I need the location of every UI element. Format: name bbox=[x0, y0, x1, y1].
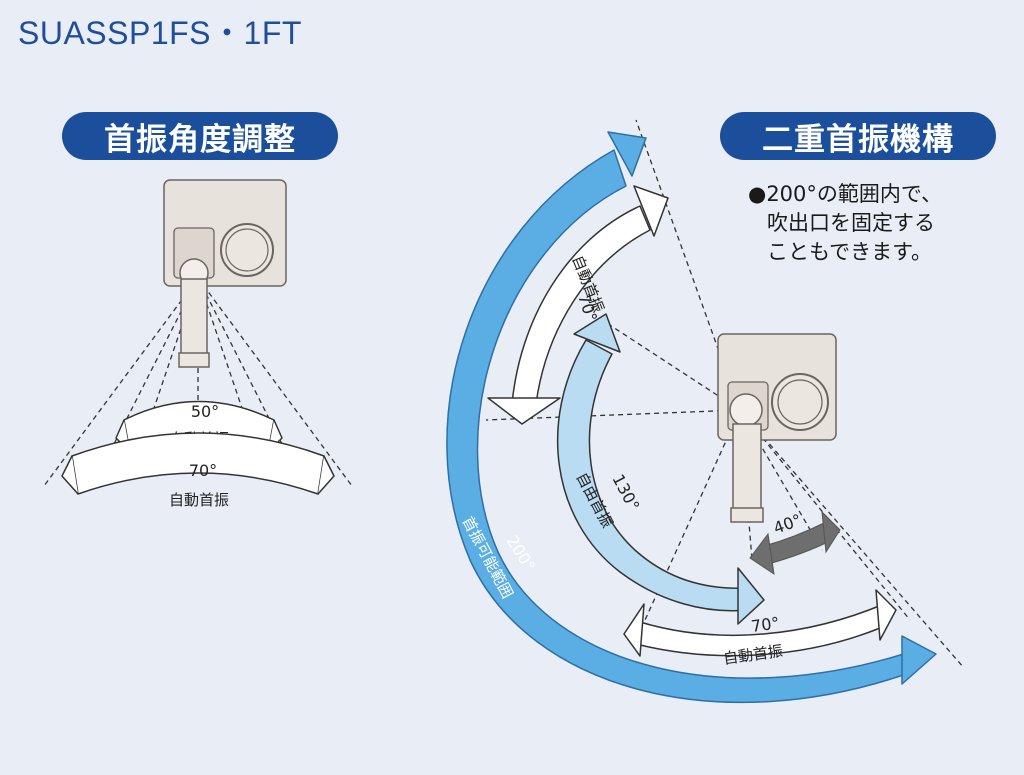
arc-free-swing-130 bbox=[556, 313, 765, 625]
arrow-fixed-40 bbox=[749, 510, 841, 576]
note-line-1: ●200°の範囲内で、 bbox=[748, 182, 943, 206]
note-line-3: こともできます。 bbox=[767, 240, 933, 264]
left-device-unit bbox=[163, 179, 287, 368]
left-arrow-70 bbox=[61, 432, 335, 495]
arc-bottom-70-label: 70° bbox=[750, 613, 781, 636]
note-line-2: 吹出口を固定する bbox=[767, 211, 935, 235]
feature-note: ●200°の範囲内で、 吹出口を固定する こともできます。 bbox=[748, 180, 942, 267]
arc-130-angle-label: 130° bbox=[608, 471, 643, 514]
left-angle-50-label: 50° bbox=[191, 402, 219, 421]
left-diagram: 50° 自動首振 70° 自動首振 bbox=[43, 179, 353, 509]
left-angle-70-label: 70° bbox=[189, 461, 217, 480]
arc-swing-range-200 bbox=[446, 131, 937, 704]
heading-dual-swing-mechanism: 二重首振機構 bbox=[720, 112, 996, 160]
page-title: SUASSP1FS・1FT bbox=[18, 15, 302, 51]
right-device-unit bbox=[717, 333, 837, 523]
arc-auto-swing-top-70 bbox=[487, 185, 669, 425]
right-diagram: 200° 首振可能範囲 自動首振 70° 130° 自由首振 70° 自動首振 bbox=[446, 119, 965, 704]
arc-auto-swing-bottom-70 bbox=[623, 589, 897, 657]
heading-swing-angle-adjust: 首振角度調整 bbox=[62, 112, 338, 160]
left-auto-swing-label-outer: 自動首振 bbox=[169, 491, 229, 509]
arc-200-angle-label: 200° bbox=[503, 532, 540, 575]
